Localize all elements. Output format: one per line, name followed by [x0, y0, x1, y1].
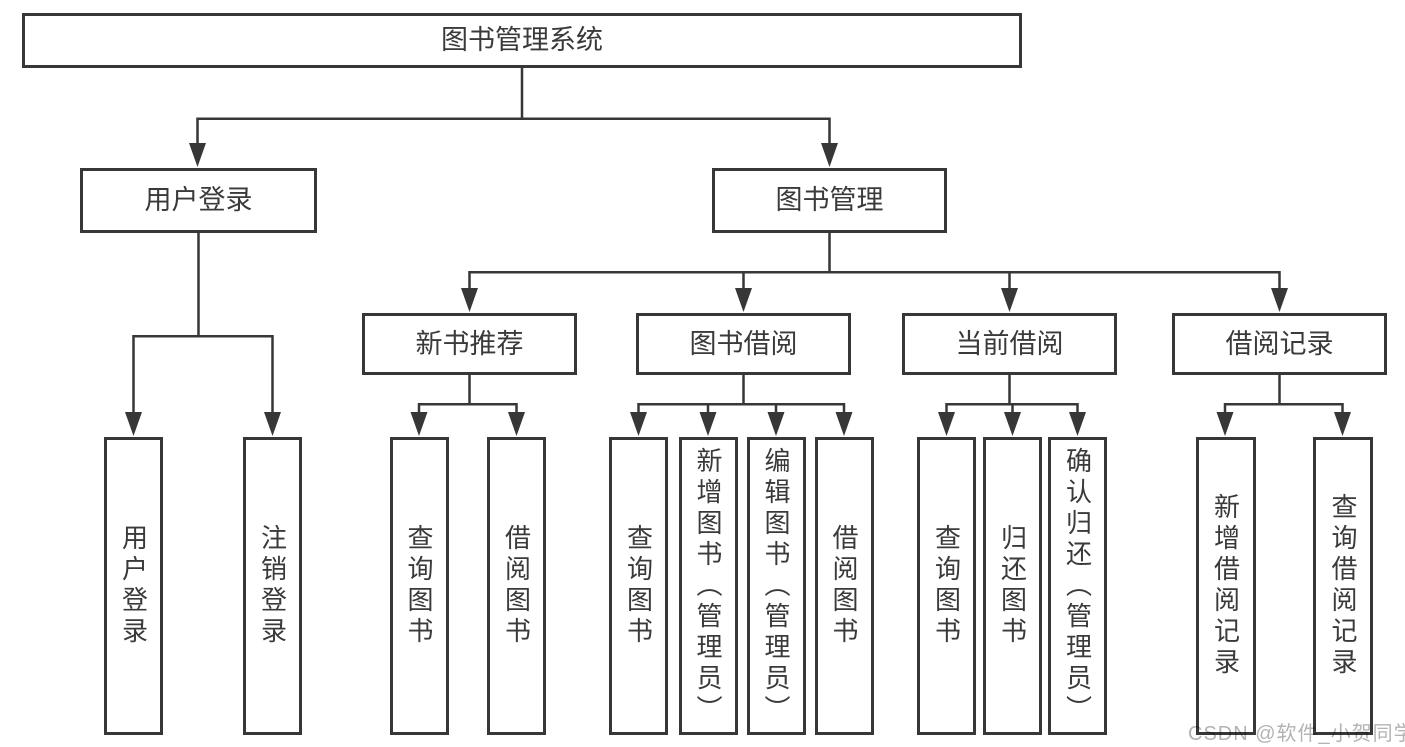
node-leaf-edit-book-admin: 编辑图书（管理员） — [746, 437, 806, 735]
connector-root-to-level2 — [196, 68, 831, 150]
node-leaf-return-book: 归还图书 — [983, 437, 1042, 735]
csdn-watermark: CSDN @软件_小贺同学 — [1188, 723, 1405, 745]
node-borrow-records: 借阅记录 — [1172, 313, 1387, 375]
node-book-borrow: 图书借阅 — [636, 313, 851, 375]
node-current-borrow: 当前借阅 — [902, 313, 1117, 375]
arrowhead — [189, 143, 206, 167]
arrowhead — [767, 412, 785, 436]
arrowhead — [1069, 412, 1086, 436]
arrowhead — [461, 288, 478, 312]
arrowhead — [735, 288, 752, 312]
node-user-login: 用户登录 — [80, 168, 317, 233]
connector-userlogin-to-leaves — [132, 233, 274, 420]
node-leaf-borrow-book-2: 借阅图书 — [814, 437, 874, 735]
arrowhead — [630, 412, 647, 436]
node-leaf-add-book-admin: 新增图书（管理员） — [678, 437, 738, 735]
arrowhead — [835, 412, 853, 436]
arrowhead — [1004, 412, 1021, 436]
node-leaf-borrow-book-1: 借阅图书 — [487, 437, 546, 735]
connector-bookmgmt-to-level3 — [468, 233, 1281, 297]
node-new-book-recommend: 新书推荐 — [362, 313, 577, 375]
arrowhead — [1216, 412, 1234, 436]
node-book-management: 图书管理 — [712, 168, 947, 233]
node-leaf-query-borrow-record: 查询借阅记录 — [1313, 437, 1373, 735]
node-leaf-query-book-3: 查询图书 — [917, 437, 976, 735]
arrowhead — [410, 412, 428, 436]
arrowhead — [1334, 412, 1351, 436]
node-leaf-logout: 注销登录 — [243, 437, 302, 735]
node-leaf-user-login: 用户登录 — [104, 437, 163, 735]
node-library-system: 图书管理系统 — [22, 13, 1022, 68]
connector-borrow-to-leaves — [637, 375, 846, 421]
node-leaf-query-book-2: 查询图书 — [609, 437, 668, 735]
node-leaf-add-borrow-record: 新增借阅记录 — [1195, 437, 1256, 735]
node-leaf-query-book-1: 查询图书 — [389, 437, 449, 735]
arrowheads — [125, 143, 1351, 436]
arrowhead — [699, 412, 717, 436]
node-leaf-confirm-return-admin: 确认归还（管理员） — [1048, 437, 1107, 735]
connector-newbooks-to-leaves — [417, 375, 518, 421]
arrowhead — [125, 412, 142, 436]
arrowhead — [821, 143, 838, 167]
arrowhead — [1001, 288, 1018, 312]
arrowhead — [508, 412, 525, 436]
arrowhead — [938, 412, 955, 436]
arrowhead — [264, 412, 281, 436]
connector-records-to-leaves — [1223, 375, 1344, 421]
arrowhead — [1271, 288, 1288, 312]
